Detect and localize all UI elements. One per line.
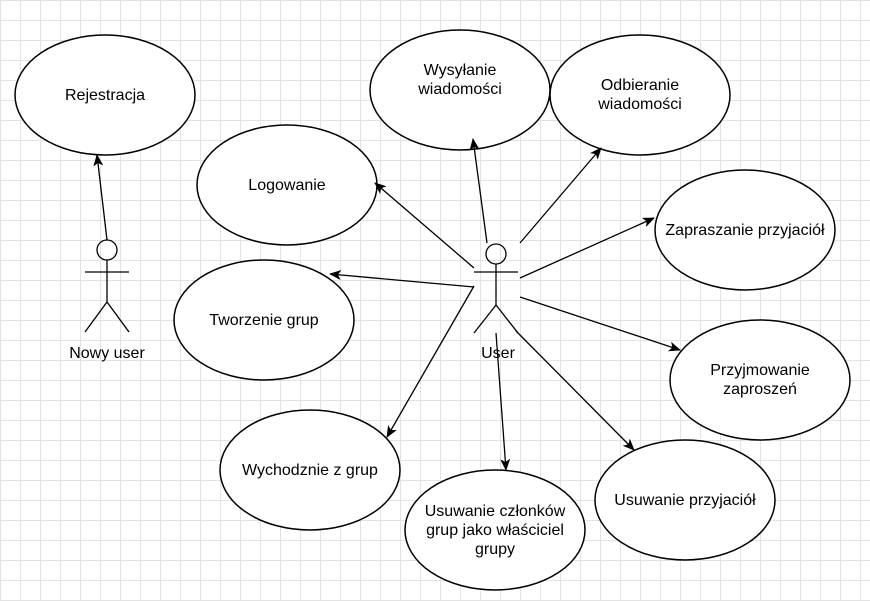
use-case-usuwanie-przyjaciol[interactable]: [594, 439, 776, 561]
actor-user-right-leg: [495, 304, 519, 334]
use-case-tworzenie[interactable]: [173, 259, 355, 381]
arrow-to-zapraszanie: [519, 217, 655, 279]
label-tworzenie: Tworzenie grup: [209, 311, 319, 329]
label-zapraszanie: Zapraszanie przyjaciół: [665, 221, 825, 239]
label-wysylanie: Wysyłanie wiadomości: [418, 62, 502, 98]
label-logowanie: Logowanie: [248, 176, 326, 194]
arrow-to-usuwanie-przyjaciol: [515, 330, 635, 451]
arrow-to-wychodzenie: [386, 285, 475, 438]
actor-new-user-label: Nowy user: [69, 345, 145, 362]
actor-user-head: [485, 243, 507, 265]
label-usuwanie-przyjaciol: Usuwanie przyjaciół: [614, 491, 756, 509]
actor-user-left-leg: [473, 304, 497, 334]
use-case-przyjmowanie[interactable]: [669, 319, 851, 441]
label-przyjmowanie: Przyjmowanie zaproszeń: [710, 362, 810, 398]
arrow-to-przyjmowanie: [519, 296, 681, 352]
actor-user[interactable]: [473, 243, 519, 334]
label-rejestracja: Rejestracja: [64, 86, 146, 104]
label-usuwanie-czlonkow: Usuwanie członków grup jako właściciel g…: [424, 502, 566, 558]
actor-user-label: User: [481, 345, 515, 362]
use-case-wychodzenie[interactable]: [219, 409, 401, 531]
arrow-to-odbieranie: [519, 147, 602, 244]
actor-new-user-head: [96, 239, 118, 261]
actor-new-user-left-leg: [84, 301, 108, 333]
use-case-rejestracja[interactable]: [14, 34, 196, 156]
arrow-to-usuwanie-czlonkow: [495, 332, 511, 471]
use-case-usuwanie-czlonkow[interactable]: [404, 469, 586, 591]
arrow-to-logowanie: [374, 182, 475, 269]
use-case-odbieranie[interactable]: [549, 34, 731, 156]
actor-new-user[interactable]: [84, 239, 130, 333]
label-wychodzenie: Wychodznie z grup: [242, 461, 378, 479]
use-case-zapraszanie[interactable]: [654, 169, 836, 291]
label-odbieranie: Odbieranie wiadomości: [598, 77, 682, 113]
arrow-to-wysylanie: [469, 138, 488, 244]
actor-new-user-right-leg: [106, 301, 130, 333]
arrow-to-tworzenie: [329, 270, 475, 288]
arrow-to-rejestracja: [93, 154, 108, 241]
